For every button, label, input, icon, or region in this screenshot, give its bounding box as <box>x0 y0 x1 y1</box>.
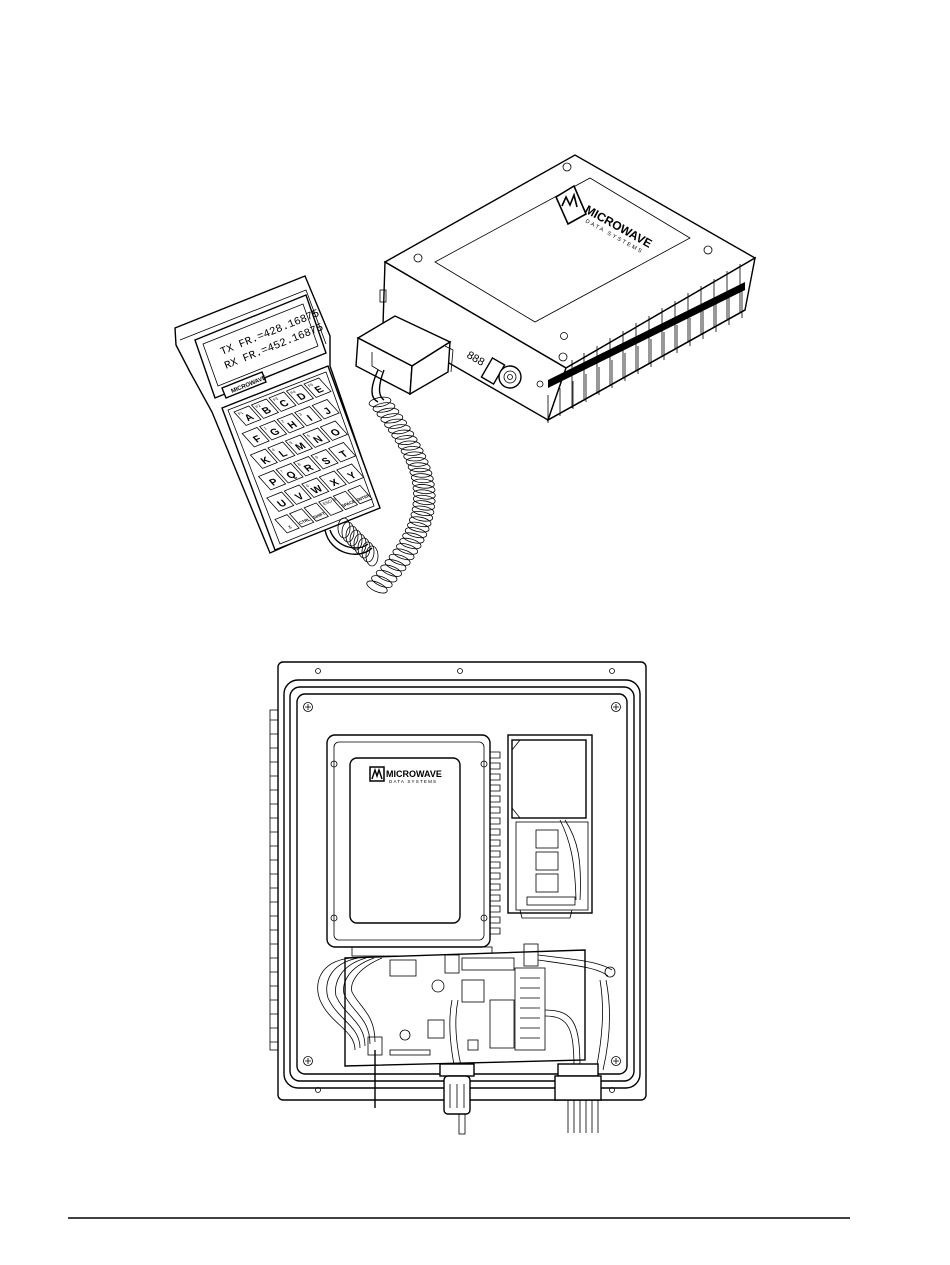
coil-loop <box>395 435 417 445</box>
coil-loop <box>411 473 434 484</box>
coil-loop <box>401 446 423 455</box>
radio-transceiver: MICROWAVE DATA SYSTEMS 888 <box>356 155 755 423</box>
coil-loop <box>388 424 411 435</box>
antenna-connector <box>499 366 521 388</box>
module-brand-line2: DATA SYSTEMS <box>389 779 437 784</box>
coil-loop <box>398 441 420 451</box>
enclosure-assembly: MICROWAVE DATA SYSTEMS <box>270 662 646 1134</box>
cable-gland-left <box>440 1064 474 1134</box>
coil-loop <box>365 578 389 595</box>
coil-loop <box>376 407 399 419</box>
coil-loop <box>413 489 436 501</box>
relay-board <box>508 735 592 918</box>
module-logo: MICROWAVE DATA SYSTEMS <box>370 767 442 784</box>
coil-loop <box>372 401 395 413</box>
coil-loop <box>410 468 432 478</box>
radio-module: MICROWAVE DATA SYSTEMS <box>327 735 500 956</box>
coil-loop <box>368 396 391 409</box>
cable-gland-right <box>555 1064 601 1133</box>
module-brand-line1: MICROWAVE <box>386 769 442 779</box>
coil-loop <box>410 510 433 523</box>
coil-loop <box>392 429 415 440</box>
interface-board <box>318 944 615 1070</box>
coil-loop <box>412 478 435 489</box>
coil-loop <box>409 515 432 528</box>
coil-loop <box>380 413 403 425</box>
coil-loop <box>384 418 407 429</box>
coil-loop <box>413 483 436 494</box>
